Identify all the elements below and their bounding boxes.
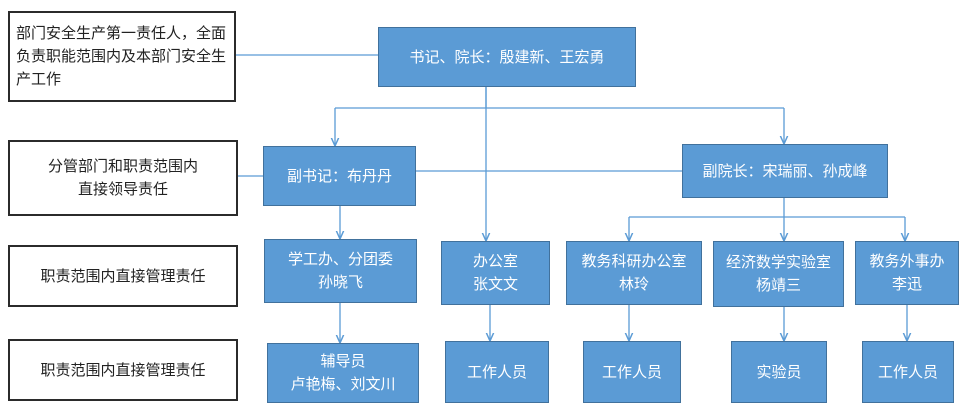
note-leadership: 分管部门和职责范围内 直接领导责任 (8, 140, 238, 216)
node-academic-office-label: 教务科研办公室 林玲 (581, 252, 687, 293)
node-student-office: 学工办、分团委 孙晓飞 (264, 239, 417, 303)
node-deputy-secretary-label: 副书记：布丹丹 (286, 166, 392, 185)
node-econ-lab: 经济数学实验室 杨靖三 (713, 241, 844, 307)
node-counselors-label: 辅导员 卢艳梅、刘文川 (290, 352, 396, 393)
node-academic-staff: 工作人员 (583, 341, 681, 403)
note-management-2: 职责范围内直接管理责任 (8, 339, 238, 401)
note-management-1-text: 职责范围内直接管理责任 (40, 266, 206, 285)
note-first-responsible-text: 部门安全生产第一责任人，全面负责职能范围内及本部门安全生产工作 (16, 24, 227, 88)
node-academic-staff-label: 工作人员 (601, 362, 662, 381)
node-vice-dean-label: 副院长：宋瑞丽、孙成峰 (702, 161, 868, 180)
note-leadership-text: 分管部门和职责范围内 直接领导责任 (47, 157, 198, 198)
node-general-office: 办公室 张文文 (441, 241, 550, 305)
node-lab-staff: 实验员 (731, 341, 827, 403)
node-counselors: 辅导员 卢艳梅、刘文川 (267, 343, 419, 403)
node-academic-office: 教务科研办公室 林玲 (566, 241, 702, 305)
node-vice-dean: 副院长：宋瑞丽、孙成峰 (682, 144, 888, 198)
node-foreign-affairs: 教务外事办 李迅 (855, 241, 959, 305)
node-secretary-dean: 书记、院长：殷建新、王宏勇 (378, 27, 636, 87)
note-first-responsible: 部门安全生产第一责任人，全面负责职能范围内及本部门安全生产工作 (8, 11, 236, 102)
node-lab-staff-label: 实验员 (756, 362, 802, 381)
node-foreign-staff-label: 工作人员 (877, 362, 938, 381)
node-general-office-label: 办公室 张文文 (472, 252, 518, 293)
note-management-2-text: 职责范围内直接管理责任 (40, 360, 206, 379)
node-office-staff: 工作人员 (445, 341, 549, 403)
node-office-staff-label: 工作人员 (466, 362, 527, 381)
node-deputy-secretary: 副书记：布丹丹 (263, 146, 416, 206)
node-secretary-dean-label: 书记、院长：殷建新、王宏勇 (409, 47, 605, 66)
node-foreign-affairs-label: 教务外事办 李迅 (869, 252, 945, 293)
node-foreign-staff: 工作人员 (862, 341, 954, 403)
note-management-1: 职责范围内直接管理责任 (8, 245, 238, 307)
node-student-office-label: 学工办、分团委 孙晓飞 (287, 250, 393, 291)
node-econ-lab-label: 经济数学实验室 杨靖三 (725, 253, 831, 294)
